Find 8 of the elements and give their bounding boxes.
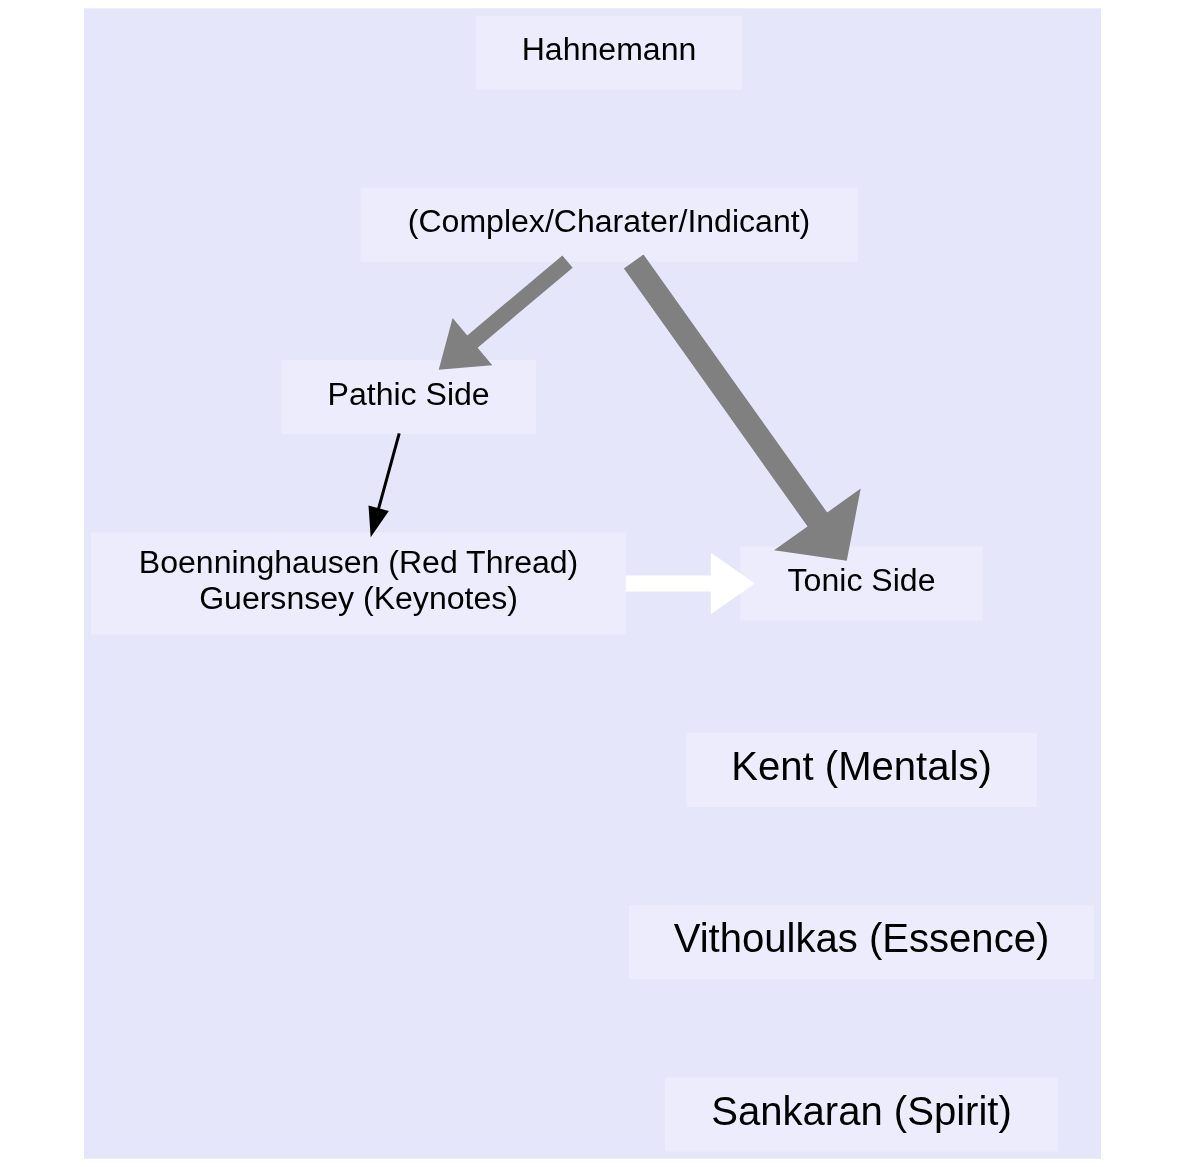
arrow	[623, 254, 861, 561]
arrow	[625, 552, 755, 615]
node-box: Pathic Side	[280, 360, 536, 435]
node-box: Tonic Side	[739, 546, 983, 621]
arrow	[368, 433, 401, 538]
node-box: Boenninghausen (Red Thread) Guersnsey (Keynotes)	[90, 532, 626, 635]
arrow	[438, 255, 573, 370]
node-box: (Complex/Charater/Indicant)	[360, 187, 857, 262]
